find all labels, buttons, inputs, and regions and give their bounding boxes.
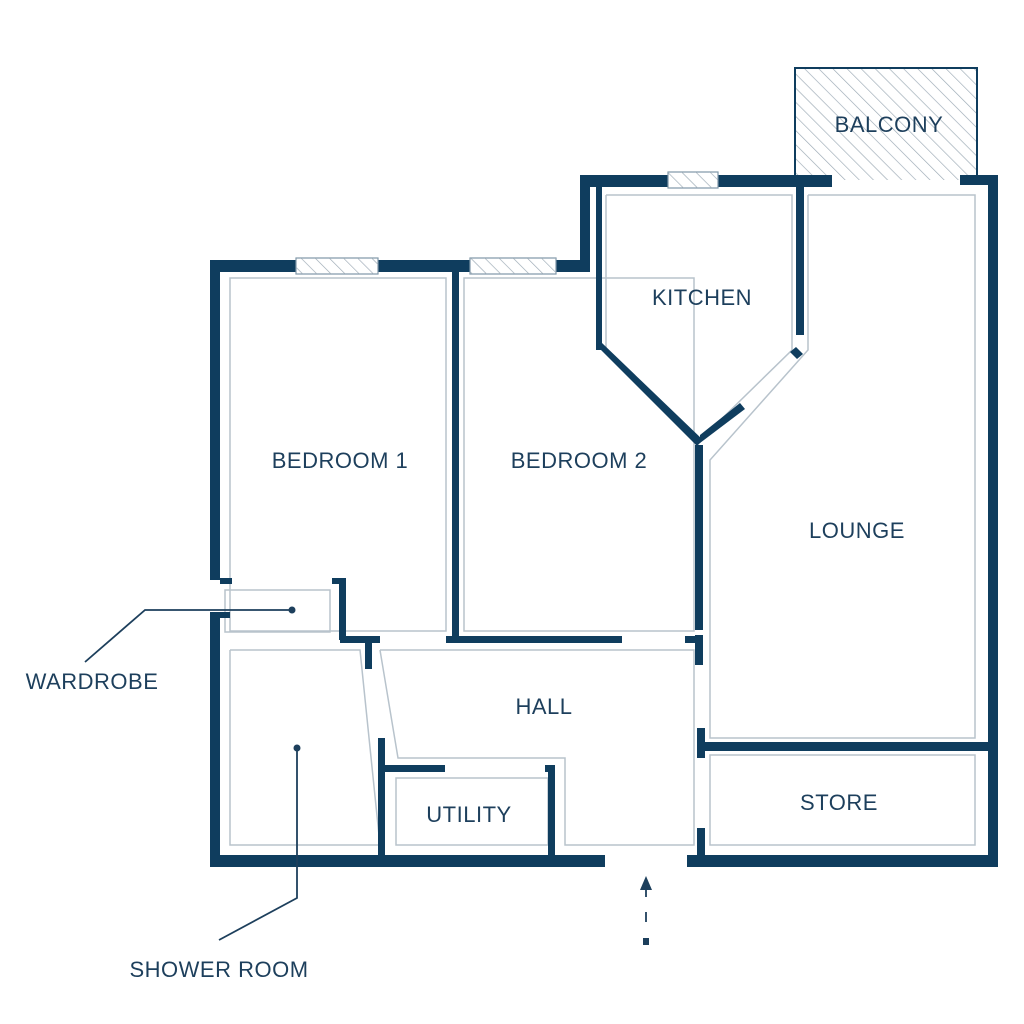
utility-label: UTILITY <box>426 802 511 827</box>
bedroom2-label: BEDROOM 2 <box>511 448 648 473</box>
kitchen-label: KITCHEN <box>652 285 752 310</box>
balcony-label: BALCONY <box>835 112 944 137</box>
window-bedroom1-hatch <box>296 258 378 274</box>
balcony <box>794 67 978 180</box>
wardrobe-callout: WARDROBE <box>26 606 296 694</box>
window-bedroom2-hatch <box>470 258 556 274</box>
shower-room-callout: SHOWER ROOM <box>129 744 308 982</box>
hall-label: HALL <box>515 694 572 719</box>
bedroom1-label: BEDROOM 1 <box>272 448 409 473</box>
store-label: STORE <box>800 790 878 815</box>
walls <box>210 175 998 867</box>
window-kitchen-hatch <box>668 172 718 188</box>
shower-room-label: SHOWER ROOM <box>129 957 308 982</box>
wardrobe-label: WARDROBE <box>26 669 159 694</box>
entrance-arrow-icon <box>640 876 652 945</box>
lounge-label: LOUNGE <box>809 518 905 543</box>
windows <box>295 171 719 275</box>
